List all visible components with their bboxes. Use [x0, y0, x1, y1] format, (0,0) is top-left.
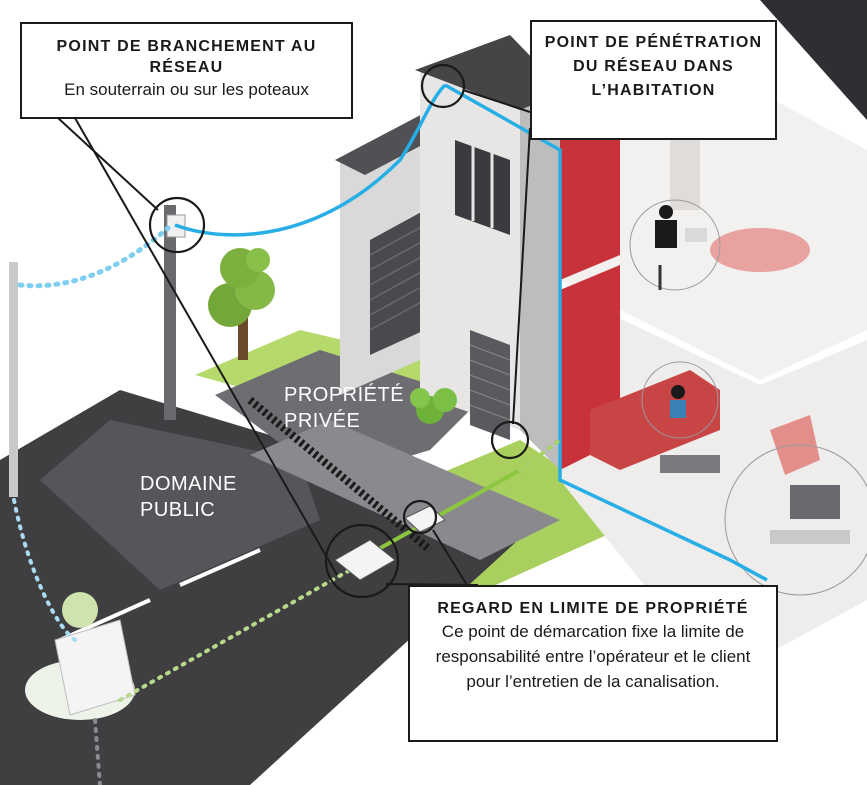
utility-pole-icon	[164, 205, 186, 420]
interior-floor-upper	[560, 60, 867, 380]
callout-highlight-circles	[148, 63, 530, 599]
leader-lines	[57, 89, 531, 591]
callout-penetration: POINT DE PÉNÉTRATION DU RÉSEAU DANS L’HA…	[530, 20, 777, 140]
callout-regard-title: REGARD EN LIMITE DE PROPRIÉTÉ	[437, 600, 749, 617]
rug	[710, 228, 810, 272]
zone-label-public: DOMAINE PUBLIC	[140, 471, 270, 523]
road-surface	[40, 420, 320, 590]
sidewalk	[250, 420, 560, 560]
tree-icon	[208, 248, 275, 360]
street-cabinet-icon	[25, 592, 136, 720]
callout-regard: REGARD EN LIMITE DE PROPRIÉTÉ Ce point d…	[408, 585, 778, 742]
house-tower-roof	[415, 35, 565, 110]
callout-branchement-title: POINT DE BRANCHEMENT AU RÉSEAU	[56, 38, 317, 76]
callout-regard-text: Ce point de démarcation fixe la limite d…	[435, 622, 751, 691]
callout-branchement: POINT DE BRANCHEMENT AU RÉSEAU En souter…	[20, 22, 353, 119]
manhole-main	[334, 539, 396, 581]
driveway	[215, 350, 480, 480]
aerial-cable-dotted	[17, 225, 171, 289]
underground-cable-dotted	[118, 568, 352, 702]
aerial-cable-house	[444, 83, 768, 582]
house-tower-side	[520, 95, 560, 470]
coffee-table	[660, 455, 720, 473]
tower-window-frames	[471, 146, 494, 228]
callout-branchement-subtitle: En souterrain ou sur les poteaux	[64, 80, 309, 99]
tv-icon	[770, 485, 850, 544]
underground-cable-house	[518, 438, 562, 472]
garage-door-lines	[369, 224, 426, 331]
ground-cable-dotted	[93, 718, 102, 785]
garage-door	[370, 210, 425, 355]
interior-floor-lower	[560, 290, 867, 680]
bush-icon	[410, 388, 457, 424]
background-dark-corner	[760, 0, 867, 120]
aerial-cable-drop	[12, 498, 77, 642]
zone-public-text: DOMAINE PUBLIC	[140, 473, 237, 521]
person-sofa-icon	[670, 385, 686, 418]
zone-private-text: PROPRIÉTÉ PRIVÉE	[284, 384, 405, 432]
front-door-lines	[469, 344, 511, 421]
magnifier-circles	[629, 199, 867, 596]
person-desk-icon	[655, 205, 707, 290]
interior-red-wall-upper	[560, 115, 620, 280]
aerial-cable	[174, 83, 447, 237]
utility-pole-far	[9, 262, 18, 497]
sofa	[590, 370, 720, 470]
zone-label-private: PROPRIÉTÉ PRIVÉE	[284, 382, 405, 434]
tower-window	[455, 140, 510, 235]
callout-penetration-title: POINT DE PÉNÉTRATION DU RÉSEAU DANS L’HA…	[544, 34, 763, 99]
front-door	[470, 330, 510, 440]
